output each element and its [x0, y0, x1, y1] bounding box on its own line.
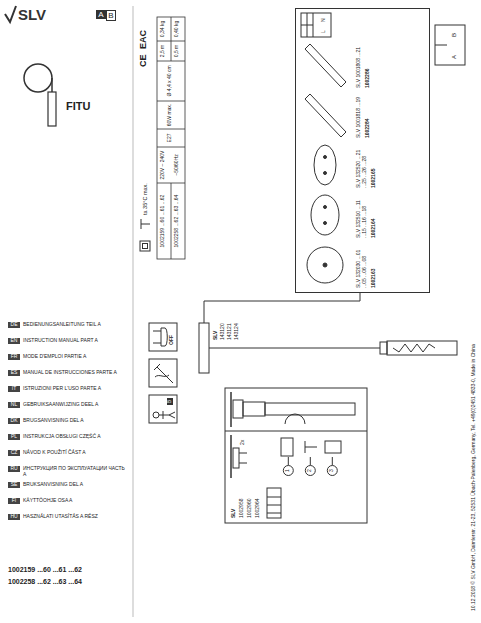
language-code: DK — [8, 418, 20, 424]
article-number: 1002286 — [365, 69, 371, 88]
accessory-code: 143121 — [227, 323, 233, 340]
table-cell: 1002258 ...62 ...63 ...64 — [174, 183, 180, 259]
language-title: MODE D'EMPLOI PARTIE A — [23, 354, 129, 360]
table-cell: 2,5 m — [160, 41, 166, 61]
safety-icons — [149, 323, 177, 423]
article-code: SLV 132510 ...11 ...15 ...16 ...18 — [356, 192, 368, 238]
terminal-label: N — [321, 18, 327, 22]
cover-art — [0, 0, 135, 623]
logo-tick — [5, 6, 16, 22]
option-box: SLV 132030 ...01 ...05 ...06 ...08100216… — [295, 8, 430, 293]
language-title: INSTRUCTION MANUAL PART A — [23, 338, 129, 344]
copyright: 10.12.2018 © SLV GmbH, Daimlerstr. 21-23… — [471, 344, 477, 611]
table-cell: 220V – 240V — [160, 147, 166, 183]
language-title: BEDIENUNGSANLEITUNG TEIL A — [23, 322, 129, 328]
step-number: 1 — [285, 466, 291, 476]
step-number: 2 — [307, 466, 313, 476]
manual-icon — [435, 25, 465, 65]
article-code: SLV 1001818 ...19 — [356, 92, 362, 138]
lamp-tube — [48, 92, 56, 126]
article-numbers: 1002258 ...62 ...63 ...64 — [8, 578, 82, 586]
badge-letter: B — [167, 398, 173, 405]
accessory-code: 1002964 — [255, 499, 261, 518]
article-number: 1002163 — [371, 269, 377, 288]
badge-letter: B — [106, 10, 116, 21]
language-title: GEBRUIKSAANWIJZING DEEL A — [23, 402, 129, 408]
language-title: KÄYTTÖOHJE OSA A — [23, 498, 129, 504]
lamp-cable — [51, 78, 53, 92]
canopy-options — [301, 13, 346, 283]
step-number: 3 — [329, 466, 335, 476]
language-code: EN — [8, 338, 20, 344]
eac-mark: EAC — [138, 30, 148, 49]
table-cell: 60W max. — [167, 101, 173, 129]
article-code: SLV 132030 ...01 ...05 ...06 ...08 — [356, 242, 368, 288]
terminal-label: L — [321, 30, 327, 33]
part-letter: A — [451, 55, 458, 59]
instruction-page: SLV 132030 ...01 ...05 ...06 ...08100216… — [135, 0, 481, 623]
language-title: INSTRUKCJA OBSŁUGI CZĘŚĆ A — [23, 434, 129, 440]
language-title: BRUKSANVISNING DEL A — [23, 482, 129, 488]
language-code: RU — [8, 466, 20, 472]
language-title: NÁVOD K POUŽITÍ ČÁST A — [23, 450, 129, 456]
table-cell: 0,5 m — [174, 41, 180, 61]
cover-page: SLVABFITUDEBEDIENUNGSANLEITUNG TEIL AENI… — [0, 0, 135, 623]
accessory-code: 143124 — [234, 323, 240, 340]
article-code: SLV 1001808 ...21 — [356, 42, 362, 88]
accessory-code: SLV — [231, 509, 237, 518]
table-cell: E27 — [167, 129, 173, 147]
article-numbers: 1002159 ...60 ...61 ...62 — [8, 566, 82, 574]
language-code: NL — [8, 402, 20, 408]
table-cell: 1002159 ...60 ...61 ...62 — [160, 183, 166, 259]
language-code: CZ — [8, 450, 20, 456]
language-title: BRUGSANVISNING DEL A — [23, 418, 129, 424]
table-cell: ~50/60Hz — [174, 147, 180, 183]
ce-mark: CE — [138, 54, 148, 67]
language-code: HU — [8, 514, 20, 520]
off-label: OFF — [169, 335, 175, 345]
article-number: 1002164 — [371, 219, 377, 238]
language-code: PL — [8, 434, 20, 440]
language-title: ISTRUZIONI PER L'USO PARTE A — [23, 386, 129, 392]
language-title: MANUAL DE INSTRUCCIONES PARTE A — [23, 370, 129, 376]
accessory-code: 1002958 — [239, 499, 245, 518]
product-name: FITU — [66, 100, 90, 113]
badge-letter: A — [96, 10, 106, 19]
accessory-code: 1002960 — [247, 499, 253, 518]
accessory-code: SLV — [213, 331, 219, 340]
temperature-note: ta 35°C max. — [142, 183, 148, 215]
table-cell: 0,34 kg — [160, 17, 166, 41]
part-letter: B — [451, 33, 458, 37]
pendant-lamp — [199, 293, 457, 373]
language-code: DE — [8, 322, 20, 328]
table-cell: 0,40 kg — [174, 17, 180, 41]
language-code: SE — [8, 482, 20, 488]
logo-text: SLV — [18, 6, 46, 23]
article-number: 1002284 — [365, 119, 371, 138]
mounting-steps — [225, 388, 367, 523]
language-title: ИНСТРУКЦИЯ ПО ЭКСПЛУАТАЦИИ ЧАСТЬ А — [23, 466, 129, 478]
table-cell: Ø 4,4 x 40 cm — [167, 61, 173, 101]
accessory-code: 143120 — [220, 323, 226, 340]
language-title: HASZNÁLATI UTASÍTÁS A RÉSZ — [23, 514, 129, 520]
article-number: 1002165 — [371, 169, 377, 188]
symbols — [140, 219, 150, 251]
language-code: IT — [8, 386, 20, 392]
page-divider — [133, 6, 134, 617]
language-code: FI — [8, 498, 20, 504]
quantity: 2x — [240, 440, 246, 445]
article-code: SLV 132520 ...21 ...25 ...26 ...28 — [356, 142, 368, 188]
lamp-cable-loop — [24, 64, 52, 92]
language-code: FR — [8, 354, 20, 360]
language-code: ES — [8, 370, 20, 376]
spec-table — [157, 17, 185, 259]
